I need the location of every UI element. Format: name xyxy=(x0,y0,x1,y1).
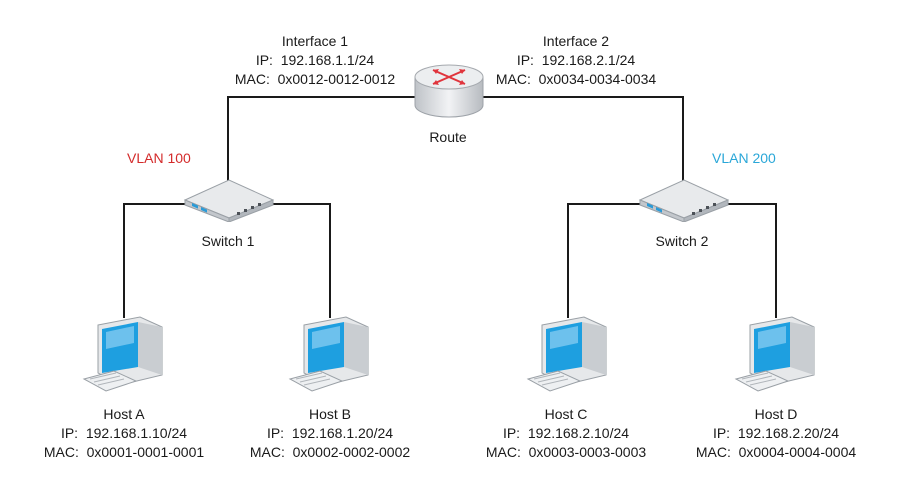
hostD-ip: IP: 192.168.2.20/24 xyxy=(712,425,840,441)
hostB-label: Host B IP: 192.168.1.20/24 MAC: 0x0002-0… xyxy=(230,405,430,462)
hostC-ip: IP: 192.168.2.10/24 xyxy=(502,425,630,441)
vlan-200-label: VLAN 200 xyxy=(712,150,776,166)
interface1-mac: MAC: 0x0012-0012-0012 xyxy=(234,71,396,87)
interface2-ip: IP: 192.168.2.1/24 xyxy=(516,52,636,68)
interface2-label: Interface 2 IP: 192.168.2.1/24 MAC: 0x00… xyxy=(476,32,676,89)
switch1-label: Switch 1 xyxy=(201,233,255,249)
hostB-mac: MAC: 0x0002-0002-0002 xyxy=(249,444,411,460)
hostD-label: Host D IP: 192.168.2.20/24 MAC: 0x0004-0… xyxy=(676,405,876,462)
hostD-mac: MAC: 0x0004-0004-0004 xyxy=(695,444,857,460)
desktop-computer-icon xyxy=(82,316,163,392)
router-icon xyxy=(414,64,484,118)
link-router-switch2 xyxy=(480,96,684,186)
interface1-ip: IP: 192.168.1.1/24 xyxy=(255,52,375,68)
switch-icon xyxy=(638,179,730,222)
hostD-name: Host D xyxy=(754,406,798,422)
hostB-name: Host B xyxy=(308,406,351,422)
hostA-name: Host A xyxy=(103,406,145,422)
hostA-mac: MAC: 0x0001-0001-0001 xyxy=(43,444,205,460)
hostC-name: Host C xyxy=(544,406,588,422)
hostC-label: Host C IP: 192.168.2.10/24 MAC: 0x0003-0… xyxy=(466,405,666,462)
desktop-computer-icon xyxy=(526,316,607,392)
interface2-title: Interface 2 xyxy=(542,33,610,49)
switch2-label: Switch 2 xyxy=(655,233,709,249)
switch-icon xyxy=(183,179,275,222)
hostC-mac: MAC: 0x0003-0003-0003 xyxy=(485,444,647,460)
desktop-computer-icon xyxy=(288,316,369,392)
vlan-100-label: VLAN 100 xyxy=(127,150,191,166)
desktop-computer-icon xyxy=(734,316,815,392)
hostB-ip: IP: 192.168.1.20/24 xyxy=(266,425,394,441)
hostA-label: Host A IP: 192.168.1.10/24 MAC: 0x0001-0… xyxy=(24,405,224,462)
interface2-mac: MAC: 0x0034-0034-0034 xyxy=(495,71,657,87)
interface1-label: Interface 1 IP: 192.168.1.1/24 MAC: 0x00… xyxy=(215,32,415,89)
router-label: Route xyxy=(429,129,467,145)
hostA-ip: IP: 192.168.1.10/24 xyxy=(60,425,188,441)
interface1-title: Interface 1 xyxy=(281,33,349,49)
link-router-switch1 xyxy=(227,96,416,186)
